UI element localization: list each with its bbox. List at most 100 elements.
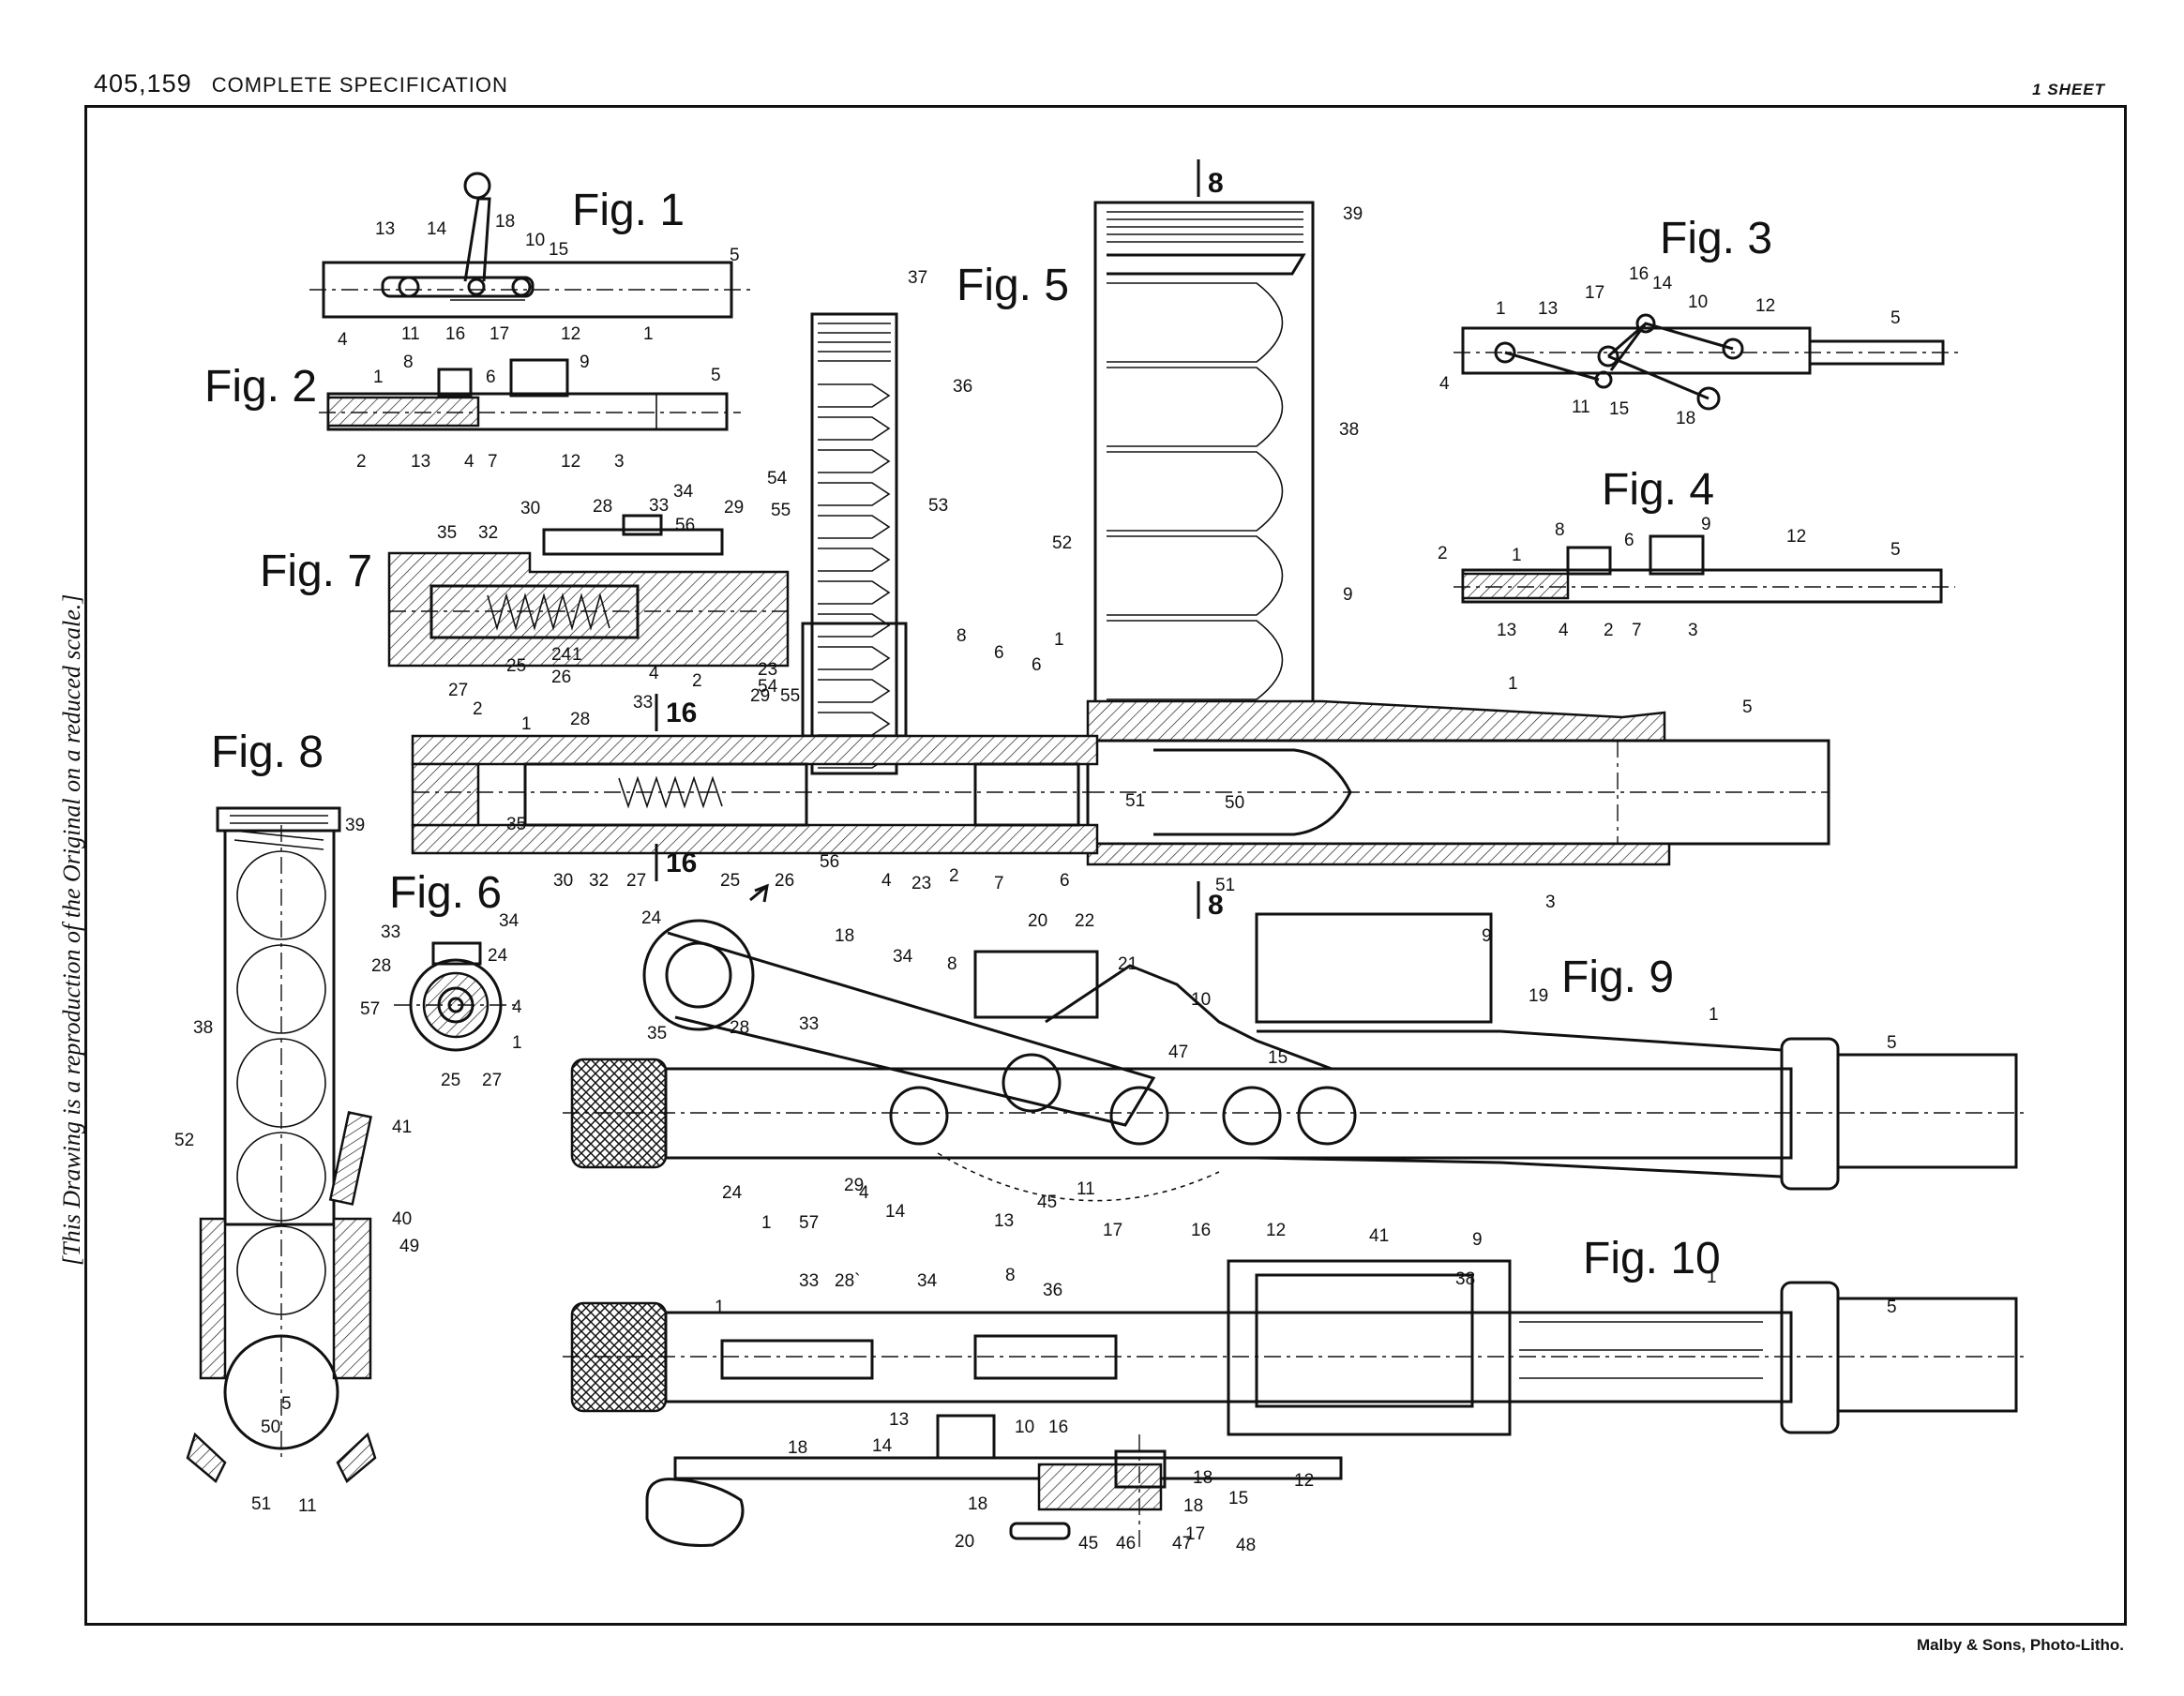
reference-numeral: 9: [1482, 926, 1492, 946]
fig2-label: Fig. 2: [204, 362, 317, 412]
cartridge: [1107, 367, 1284, 447]
reference-numeral: 8: [403, 353, 414, 372]
reference-numeral: 41: [392, 1118, 412, 1137]
reference-numeral: 46: [1116, 1534, 1136, 1553]
reference-numeral: 3: [1688, 621, 1698, 640]
fig4-label: Fig. 4: [1602, 465, 1714, 515]
reference-numeral: 50: [1225, 793, 1244, 813]
section-mark-16-bottom: 16: [666, 848, 697, 878]
reference-numeral: 1: [521, 714, 532, 734]
reference-numeral: 56: [675, 516, 695, 535]
reference-numeral: 16: [1191, 1221, 1211, 1240]
reference-numeral: 1: [715, 1298, 725, 1317]
reference-numeral: 14: [885, 1202, 906, 1222]
reference-numeral: 57: [360, 999, 380, 1019]
figure-1: Fig. 1: [309, 172, 750, 319]
reference-numeral: 2: [473, 699, 483, 719]
reference-numeral: 4: [512, 998, 522, 1017]
cartridge: [818, 383, 891, 408]
reference-numeral: 11: [401, 324, 420, 344]
reference-numeral: 13: [1538, 299, 1558, 319]
reference-numeral: 30: [553, 871, 573, 891]
reference-numeral: 5: [281, 1394, 292, 1414]
section-mark-16-top: 16: [666, 698, 697, 728]
reference-numeral: 9: [580, 353, 590, 372]
reference-numeral: 21: [1118, 954, 1137, 974]
fig6-label: Fig. 6: [389, 868, 502, 918]
printer-credit: Malby & Sons, Photo-Litho.: [1917, 1636, 2124, 1654]
reference-numeral: 5: [730, 246, 740, 265]
reference-numeral: 47: [1168, 1043, 1188, 1062]
reference-numeral: 16: [445, 324, 465, 344]
reference-numeral: 25: [720, 871, 740, 891]
reference-numeral: 28`: [835, 1271, 860, 1291]
reference-numeral: 24: [722, 1183, 743, 1203]
reference-numeral: 14: [872, 1436, 893, 1456]
cartridge: [1107, 282, 1284, 363]
reference-numeral: 25: [441, 1071, 460, 1090]
reference-numeral: 40: [392, 1209, 412, 1229]
figure-2: Fig. 2: [204, 358, 741, 431]
reference-numeral: 3: [1545, 893, 1556, 912]
reference-numeral: 6: [1060, 871, 1070, 891]
reference-numeral: 6: [994, 643, 1004, 663]
sheet-header: 405,159 COMPLETE SPECIFICATION: [94, 69, 508, 98]
reference-numeral: 10: [1191, 990, 1211, 1010]
reference-numeral: 49: [399, 1237, 419, 1256]
reference-numeral: 35: [647, 1024, 667, 1043]
figure-6: Fig. 6: [389, 868, 518, 1052]
reference-numeral: 4: [859, 1183, 869, 1203]
reference-numeral: 45: [1078, 1534, 1098, 1553]
figure-3: Fig. 3: [1453, 214, 1960, 411]
reference-numeral: 4: [1439, 374, 1450, 394]
reference-numeral: 41: [1369, 1226, 1389, 1246]
reference-numeral: 28: [570, 710, 590, 729]
reference-numeral: 38: [1339, 420, 1359, 440]
magazine-well-9: [1255, 912, 1493, 1024]
reference-numeral: 18: [1193, 1468, 1212, 1488]
reference-numeral: 27: [482, 1071, 502, 1090]
reference-numeral: 28: [371, 956, 391, 976]
reference-numeral: 14: [427, 219, 447, 239]
reference-numeral: 54: [767, 469, 788, 488]
reference-numeral: 17: [1103, 1221, 1122, 1240]
reference-numeral: 32: [589, 871, 609, 891]
reference-numeral: 29: [750, 686, 770, 706]
reference-numeral: 2: [949, 866, 959, 886]
reference-numeral: 9: [1343, 585, 1353, 605]
reference-numeral: 23: [758, 660, 777, 680]
fig10-label: Fig. 10: [1583, 1234, 1721, 1283]
reference-numeral: 6: [1624, 531, 1634, 550]
reference-numeral: 28: [730, 1018, 749, 1038]
reference-numeral: 3: [614, 452, 625, 472]
reference-numeral: 38: [1455, 1269, 1475, 1289]
magazine-36: [810, 312, 898, 775]
reference-numeral: 1: [572, 645, 582, 665]
reference-numeral: 11: [1077, 1179, 1095, 1199]
reference-numeral: 5: [1887, 1298, 1897, 1317]
reference-numeral: 12: [561, 452, 580, 472]
drawing-frame: [84, 105, 2127, 1626]
reference-numeral: 9: [1472, 1230, 1483, 1250]
patent-number: 405,159: [94, 69, 192, 98]
reference-numeral: 2: [356, 452, 367, 472]
reference-numeral: 23: [911, 874, 931, 893]
reference-numeral: 12: [1786, 527, 1806, 547]
reference-numeral: 15: [1609, 399, 1629, 419]
reference-numeral: 18: [835, 926, 854, 946]
reference-numeral: 39: [1343, 204, 1363, 224]
cartridge: [818, 580, 891, 605]
reference-numeral: 18: [495, 212, 515, 232]
magazine-38-top: [1227, 1259, 1512, 1436]
reference-numeral: 18: [968, 1494, 987, 1514]
figure-7: Fig. 7: [260, 514, 790, 668]
cartridge: [818, 548, 891, 572]
reference-numeral: 2: [1604, 621, 1614, 640]
reference-numeral: 5: [711, 366, 721, 385]
reference-numeral: 36: [953, 377, 972, 397]
reference-numeral: 1: [1054, 630, 1064, 650]
reference-numeral: 5: [1890, 540, 1901, 560]
reference-numeral: 8: [956, 626, 967, 646]
reference-numeral: 13: [994, 1211, 1014, 1231]
reference-numeral: 26: [551, 668, 571, 687]
